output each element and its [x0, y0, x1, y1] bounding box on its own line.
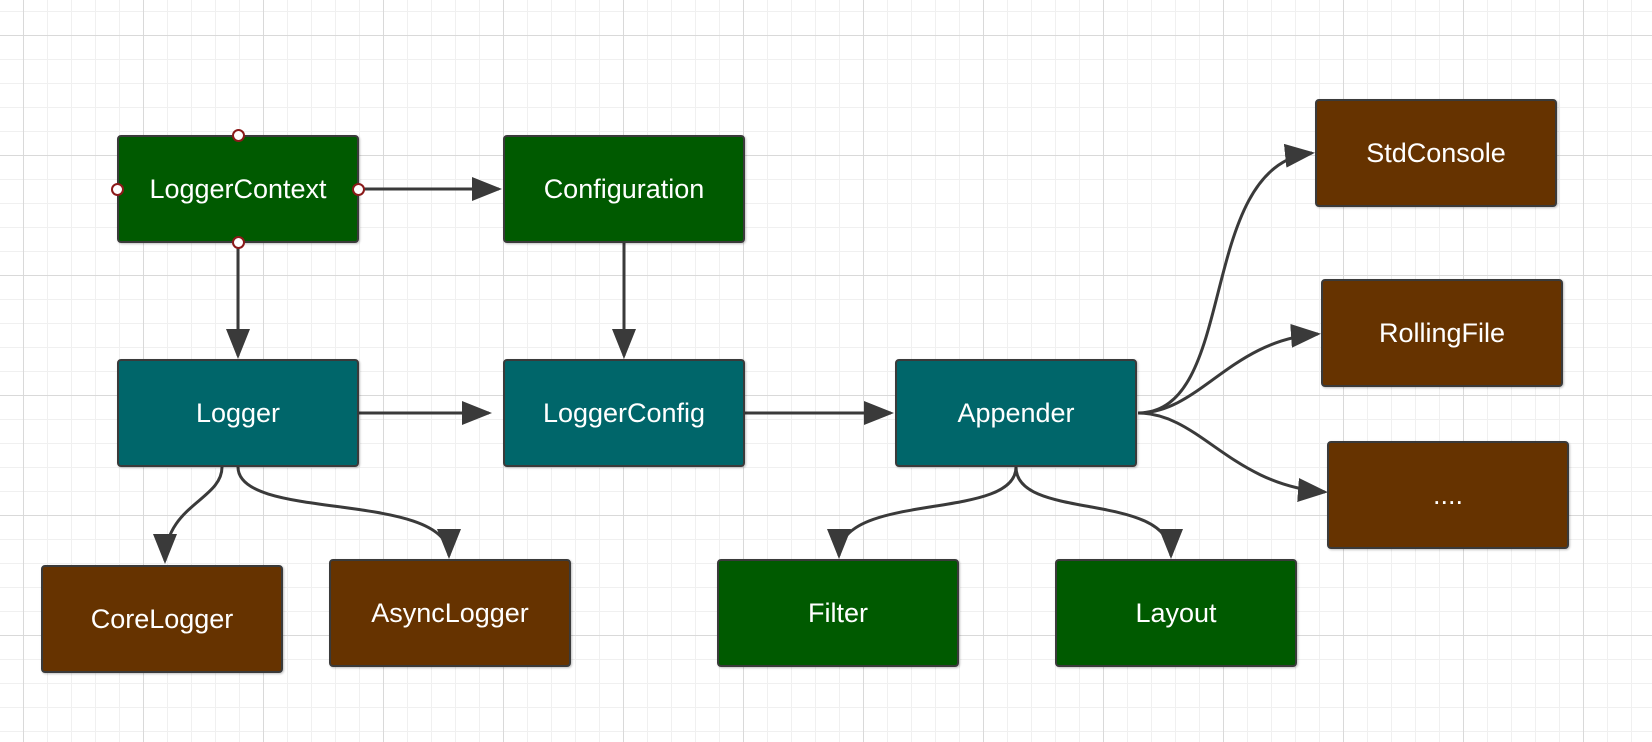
selection-handle-left[interactable] — [111, 183, 124, 196]
node-async-logger[interactable]: AsyncLogger — [329, 559, 571, 667]
node-label: RollingFile — [1378, 317, 1506, 348]
node-label: CoreLogger — [90, 603, 234, 634]
node-label: Logger — [195, 397, 281, 428]
node-label: .... — [1432, 479, 1463, 510]
node-label: Appender — [957, 397, 1075, 428]
edge-logger-asynclogger[interactable] — [236, 466, 461, 559]
edge-appender-more[interactable] — [1137, 411, 1328, 502]
node-label: Configuration — [543, 173, 705, 204]
node-label: Layout — [1135, 597, 1217, 628]
node-logger-config[interactable]: LoggerConfig — [503, 359, 745, 467]
selection-handle-top[interactable] — [232, 129, 245, 142]
node-label: Filter — [808, 597, 868, 628]
node-std-console[interactable]: StdConsole — [1315, 99, 1557, 207]
node-label: LoggerContext — [149, 173, 327, 204]
node-logger-context[interactable]: LoggerContext — [117, 135, 359, 243]
edge-appender-stdconsole[interactable] — [1137, 143, 1315, 415]
selection-handle-bottom[interactable] — [232, 236, 245, 249]
node-logger[interactable]: Logger — [117, 359, 359, 467]
edge-appender-rollingfile[interactable] — [1137, 323, 1321, 415]
node-rolling-file[interactable]: RollingFile — [1321, 279, 1563, 387]
node-label: LoggerConfig — [542, 397, 706, 428]
edge-appender-layout[interactable] — [1014, 466, 1183, 559]
node-core-logger[interactable]: CoreLogger — [41, 565, 283, 673]
node-label: StdConsole — [1366, 137, 1506, 168]
node-more[interactable]: .... — [1327, 441, 1569, 549]
node-layout[interactable]: Layout — [1055, 559, 1297, 667]
edge-appender-filter[interactable] — [827, 466, 1018, 559]
node-configuration[interactable]: Configuration — [503, 135, 745, 243]
node-label: AsyncLogger — [371, 597, 529, 628]
edge-logger-corelogger[interactable] — [153, 466, 224, 564]
selection-handle-right[interactable] — [352, 183, 365, 196]
node-filter[interactable]: Filter — [717, 559, 959, 667]
node-appender[interactable]: Appender — [895, 359, 1137, 467]
